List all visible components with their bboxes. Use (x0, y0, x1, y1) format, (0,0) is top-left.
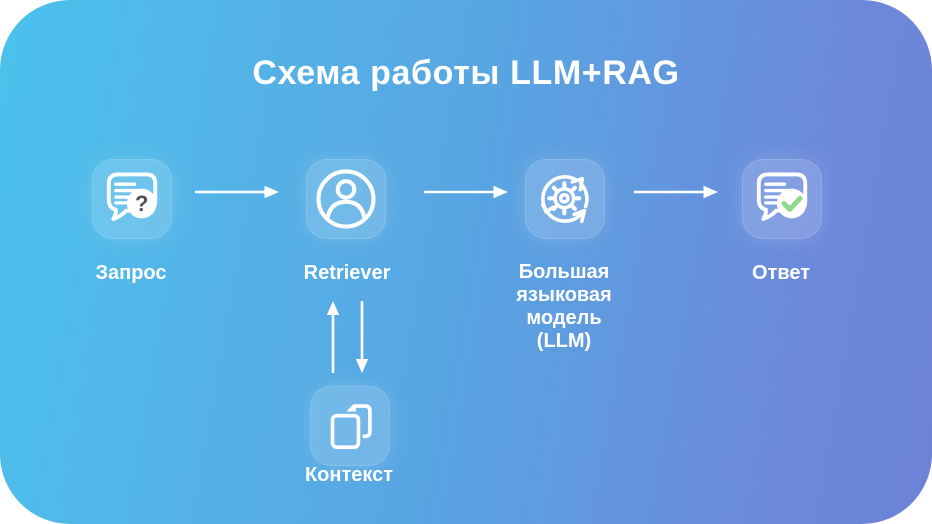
svg-text:?: ? (135, 191, 148, 216)
right-arrow-icon (634, 185, 718, 199)
node-retriever-label: Retriever (303, 262, 391, 284)
documents-icon (330, 404, 372, 449)
arrow-retriever-to-context (354, 301, 370, 373)
node-llm-label-line1: Большая (518, 261, 610, 283)
node-answer-label: Ответ (751, 262, 811, 284)
node-context (310, 386, 390, 466)
node-llm-label-line3: модель (526, 307, 602, 329)
chat-question-icon: ? (106, 172, 158, 221)
node-retriever (306, 159, 386, 239)
diagram-title: Схема работы LLM+RAG (252, 54, 680, 92)
node-llm-label-line4: (LLM) (536, 330, 592, 352)
arrow-query-to-retriever (195, 185, 279, 199)
right-arrow-icon (424, 185, 508, 199)
chat-check-icon (756, 172, 808, 221)
up-arrow-icon (326, 301, 340, 373)
node-llm-label-line2: языковая (516, 284, 612, 306)
right-arrow-icon (195, 185, 279, 199)
node-context-label: Контекст (304, 464, 394, 486)
node-llm (525, 159, 605, 239)
arrow-context-to-retriever (325, 301, 341, 373)
down-arrow-icon (355, 301, 369, 373)
node-query: ? (92, 159, 172, 239)
node-answer (742, 159, 822, 239)
arrow-llm-to-answer (634, 185, 718, 199)
user-circle-icon (316, 169, 376, 229)
node-llm-label: Большая языковая модель (LLM) (474, 261, 654, 353)
gear-cycle-icon (541, 175, 589, 224)
node-query-label: Запрос (95, 262, 167, 284)
arrow-retriever-to-llm (424, 185, 508, 199)
